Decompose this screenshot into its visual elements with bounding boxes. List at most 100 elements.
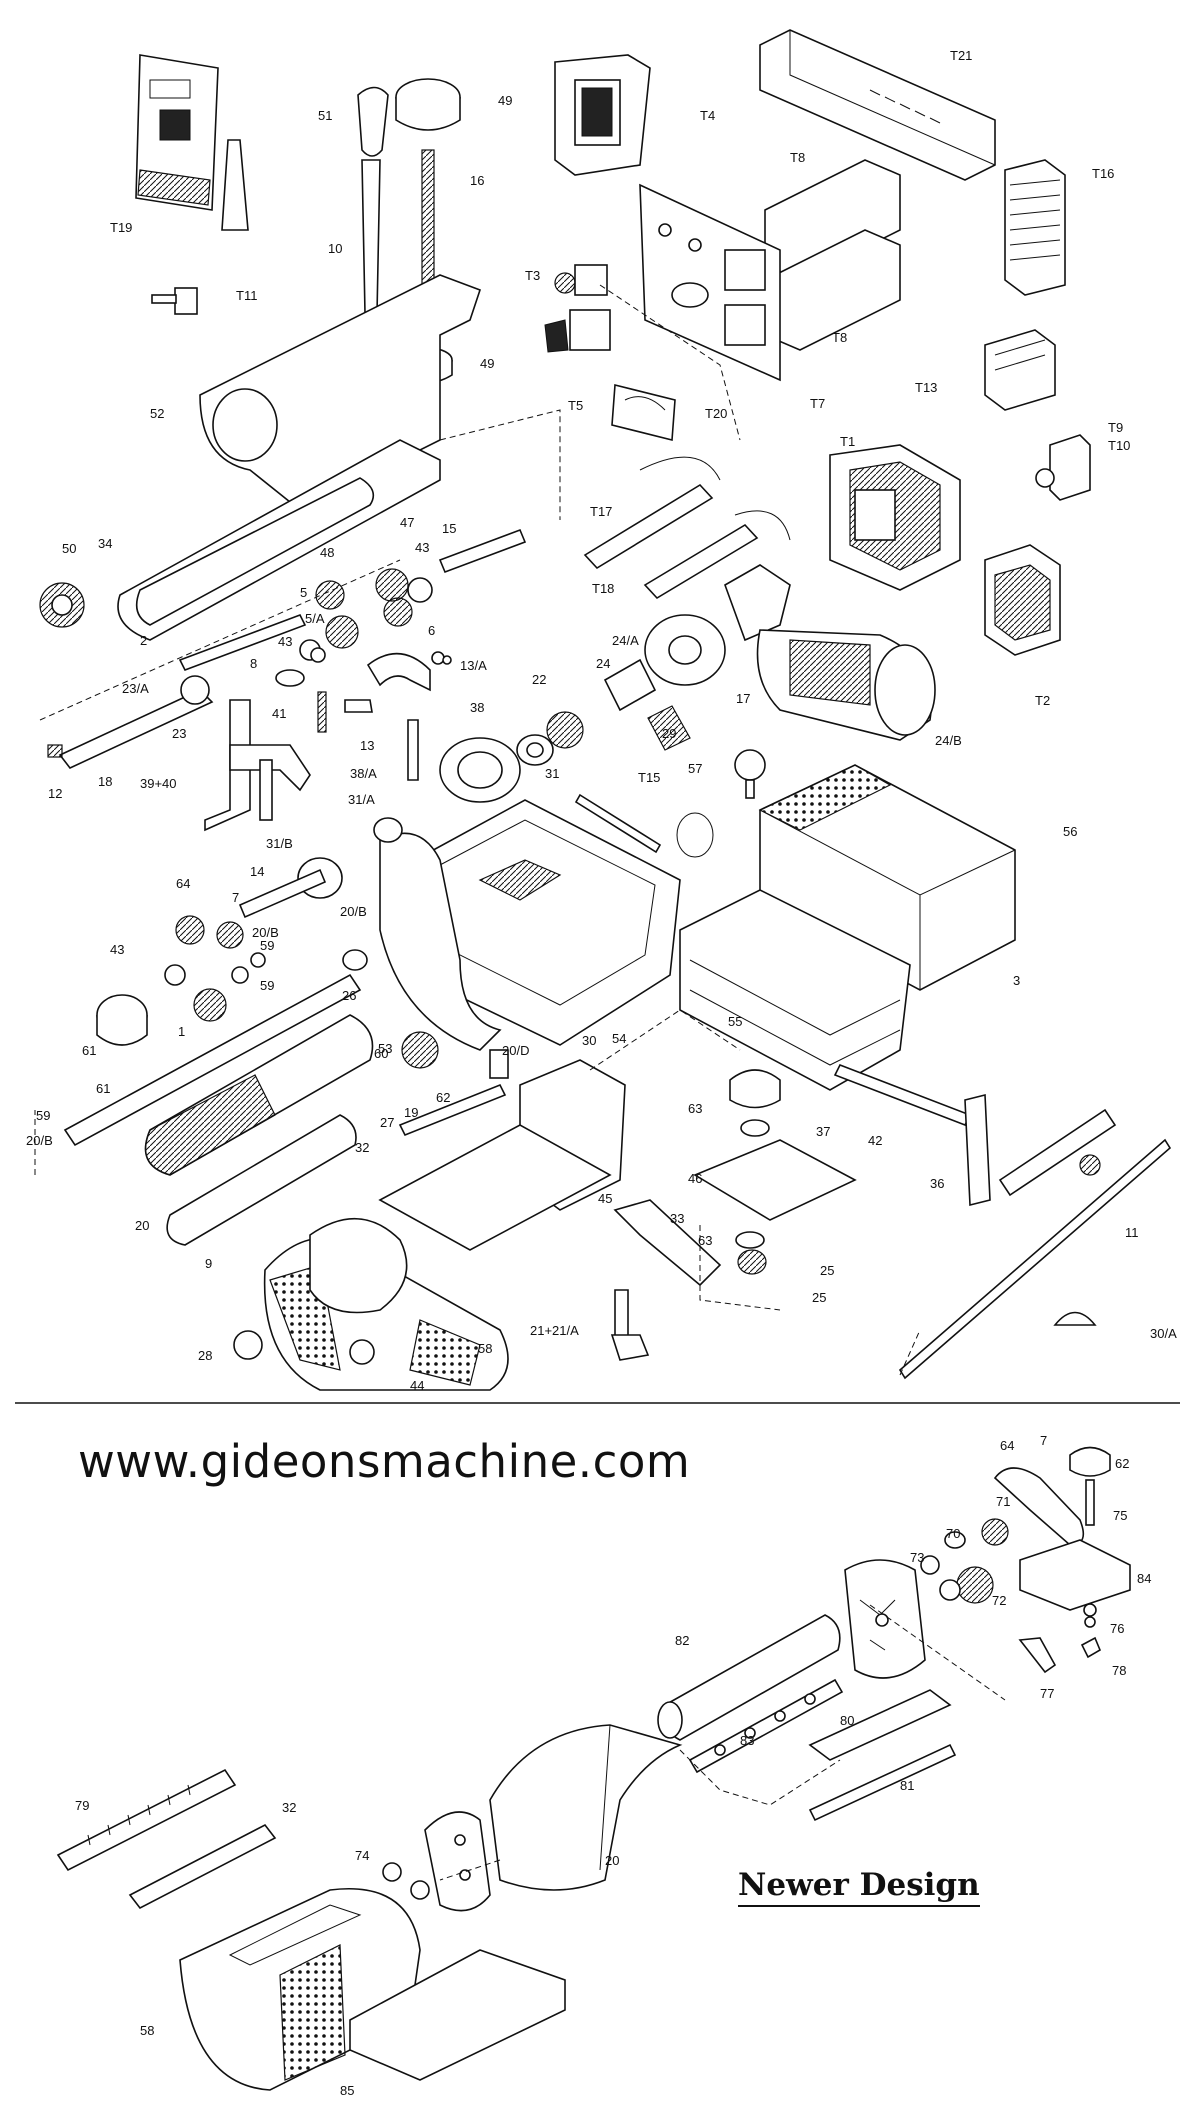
upper-label-51: 31/A bbox=[348, 792, 375, 807]
main-arm-casting-52 bbox=[117, 274, 482, 641]
upper-label-43: 17 bbox=[736, 691, 750, 706]
lower-label-4: 70 bbox=[946, 1526, 960, 1541]
upper-label-69: 53 bbox=[378, 1041, 392, 1056]
upper-label-16: T13 bbox=[915, 380, 937, 395]
upper-label-26: 43 bbox=[415, 540, 429, 555]
blade-32 bbox=[128, 1823, 277, 1910]
upper-label-93: 25 bbox=[820, 1263, 834, 1278]
switch-t5 bbox=[544, 309, 611, 353]
shaft-14 bbox=[238, 857, 343, 919]
cap-30a bbox=[1053, 1311, 1097, 1326]
upper-label-66: 1 bbox=[178, 1024, 185, 1039]
bracket-39-40 bbox=[204, 699, 311, 832]
upper-label-4: 49 bbox=[498, 93, 512, 108]
lower-label-19: 58 bbox=[140, 2023, 154, 2038]
shaft-15 bbox=[438, 528, 527, 574]
lower-label-15: 79 bbox=[75, 1798, 89, 1813]
upper-label-65: 59 bbox=[260, 978, 274, 993]
upper-label-46: 12 bbox=[48, 786, 62, 801]
lower-label-9: 82 bbox=[675, 1633, 689, 1648]
website-url: www.gideonsmachine.com bbox=[78, 1435, 691, 1488]
upper-label-78: 19 bbox=[404, 1105, 418, 1120]
upper-label-70: 30 bbox=[582, 1033, 596, 1048]
roller-20 bbox=[144, 1014, 374, 1176]
upper-label-56: 56 bbox=[1063, 824, 1077, 839]
gear-71 bbox=[981, 1518, 1009, 1546]
upper-label-88: 20 bbox=[135, 1218, 149, 1233]
upper-label-8: T11 bbox=[236, 288, 257, 303]
washer-63b bbox=[735, 1231, 765, 1249]
upper-label-82: 42 bbox=[868, 1133, 882, 1148]
shaft-23 bbox=[58, 689, 214, 769]
upper-label-91: 33 bbox=[670, 1211, 684, 1226]
upper-label-31: 5/A bbox=[305, 611, 325, 626]
nut-25 bbox=[737, 1249, 767, 1275]
flange-24a bbox=[546, 614, 726, 751]
upper-label-12: T8 bbox=[832, 330, 847, 345]
upper-label-11: T7 bbox=[810, 396, 825, 411]
nut-76 bbox=[1083, 1603, 1097, 1617]
upper-label-55: 57 bbox=[688, 761, 702, 776]
gear-72 bbox=[956, 1566, 994, 1604]
lower-label-0: 64 bbox=[1000, 1438, 1014, 1453]
coil-t16 bbox=[1004, 159, 1066, 296]
upper-label-97: 30/A bbox=[1150, 1326, 1177, 1341]
knob-57 bbox=[734, 749, 766, 799]
upper-label-38: 41 bbox=[272, 706, 286, 721]
circuit-board-t19 bbox=[135, 54, 249, 231]
upper-label-77: 27 bbox=[380, 1115, 394, 1130]
upper-label-14: T5 bbox=[568, 398, 583, 413]
upper-label-9: 10 bbox=[328, 241, 342, 256]
upper-label-36: 8 bbox=[250, 656, 257, 671]
bushing-73 bbox=[920, 1555, 940, 1575]
upper-label-13: 52 bbox=[150, 406, 164, 421]
upper-label-92: 63 bbox=[698, 1233, 712, 1248]
upper-label-19: T10 bbox=[1108, 438, 1130, 453]
upper-label-10: T3 bbox=[525, 268, 540, 283]
upper-label-80: 63 bbox=[688, 1101, 702, 1116]
lower-housing bbox=[378, 1059, 626, 1251]
upper-label-85: 32 bbox=[355, 1140, 369, 1155]
lower-number-0: 7 bbox=[1040, 1433, 1047, 1448]
upper-label-1: T4 bbox=[700, 108, 715, 123]
upper-label-98: 28 bbox=[198, 1348, 212, 1363]
gear-50 bbox=[39, 582, 85, 628]
upper-label-54: T15 bbox=[638, 770, 660, 785]
cap-28 bbox=[233, 1330, 263, 1360]
chain-sprockets-64 bbox=[164, 915, 266, 1022]
upper-label-3: 51 bbox=[318, 108, 332, 123]
rod-81 bbox=[808, 1743, 957, 1822]
upper-label-7: T16 bbox=[1092, 166, 1114, 181]
tray-85 bbox=[349, 1949, 566, 2081]
cap-44 bbox=[349, 1339, 375, 1365]
upper-label-39: 13 bbox=[360, 738, 374, 753]
lower-label-20: 85 bbox=[340, 2083, 354, 2098]
relay-t13 bbox=[984, 329, 1056, 411]
upper-label-68: 61 bbox=[82, 1043, 96, 1058]
upper-label-48: 39+40 bbox=[140, 776, 177, 791]
upper-label-59: 64 bbox=[176, 876, 190, 891]
upper-label-20: T1 bbox=[840, 434, 855, 449]
lower-label-1: 62 bbox=[1115, 1456, 1129, 1471]
upper-label-87: 36 bbox=[930, 1176, 944, 1191]
side-plate bbox=[844, 1559, 926, 1679]
knob-62 bbox=[729, 1069, 781, 1109]
small-parts bbox=[275, 647, 452, 781]
upper-label-15: 49 bbox=[480, 356, 494, 371]
lower-label-7: 72 bbox=[992, 1593, 1006, 1608]
lower-label-17: 74 bbox=[355, 1848, 369, 1863]
upper-label-25: 48 bbox=[320, 545, 334, 560]
upper-label-89: 9 bbox=[205, 1256, 212, 1271]
upper-label-45: T2 bbox=[1035, 693, 1050, 708]
screw-78 bbox=[1080, 1636, 1102, 1659]
end-plate bbox=[424, 1811, 491, 1912]
upper-label-5: 16 bbox=[470, 173, 484, 188]
switch-t3 bbox=[554, 264, 608, 296]
gear-cluster bbox=[178, 568, 433, 672]
upper-label-73: 55 bbox=[728, 1014, 742, 1029]
nut-76b bbox=[1084, 1616, 1096, 1628]
upper-label-95: 25 bbox=[812, 1290, 826, 1305]
upper-label-57: 31/B bbox=[266, 836, 293, 851]
upper-label-35: 23/A bbox=[122, 681, 149, 696]
shaft-3 bbox=[63, 973, 362, 1147]
